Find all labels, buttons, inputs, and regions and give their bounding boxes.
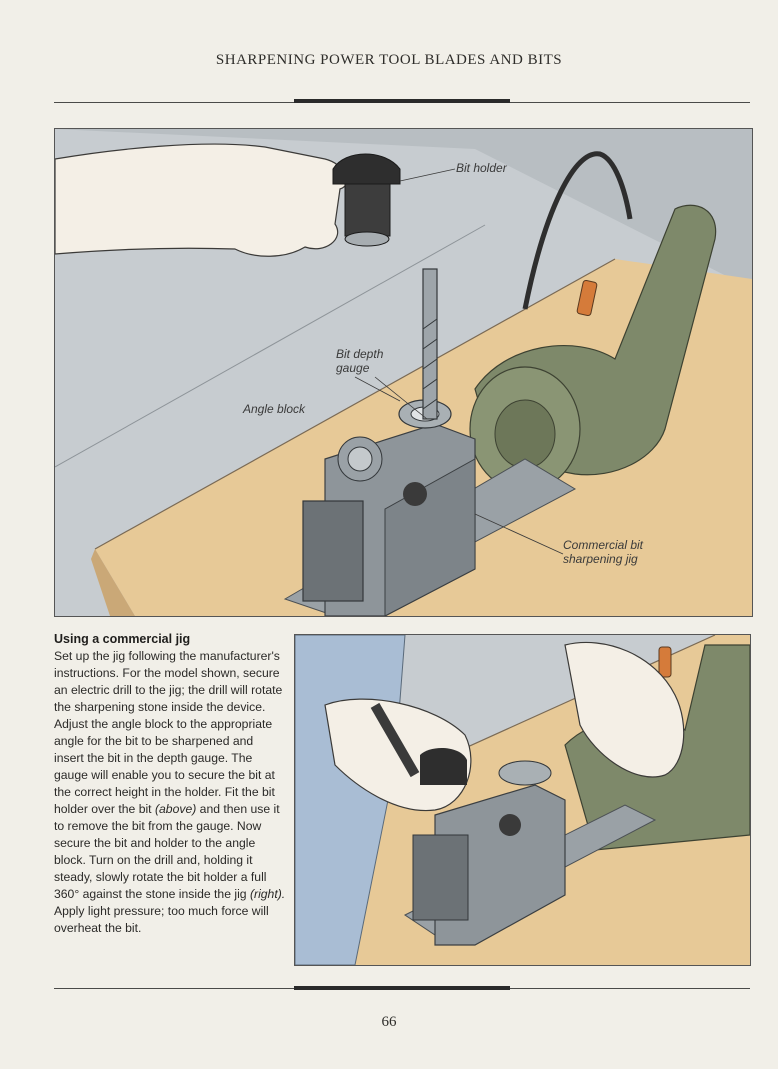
callout-bit-depth-gauge-line1: Bit depth xyxy=(336,347,384,361)
callout-commercial-jig: Commercial bit sharpening jig xyxy=(563,538,643,566)
caption-ref-right: (right). xyxy=(249,887,286,901)
footer-rule-accent xyxy=(294,986,510,990)
caption-body: Set up the jig following the manufacture… xyxy=(54,648,286,937)
caption-text-1: Set up the jig following the manufacture… xyxy=(54,649,283,816)
callout-angle-block: Angle block xyxy=(243,402,306,416)
callout-bit-depth-gauge-line2: gauge xyxy=(336,361,370,375)
caption-text-3: Apply light pressure; too much force wil… xyxy=(54,904,269,935)
page-number: 66 xyxy=(381,1014,397,1030)
caption-paragraph: Set up the jig following the manufacture… xyxy=(54,648,286,937)
header-rule-accent xyxy=(294,99,510,103)
figure-top-illustration xyxy=(54,128,753,617)
callout-commercial-jig-line1: Commercial bit xyxy=(563,538,644,552)
callout-commercial-jig-line2: sharpening jig xyxy=(563,552,638,566)
callout-bit-holder: Bit holder xyxy=(456,161,507,175)
callout-bit-depth-gauge: Bit depth gauge xyxy=(336,347,383,375)
caption-ref-above: (above) xyxy=(154,802,197,816)
page-header-title: SHARPENING POWER TOOL BLADES AND BITS xyxy=(215,52,563,68)
caption-text-2: and then use it to remove the bit from t… xyxy=(54,802,280,901)
caption-heading: Using a commercial jig xyxy=(54,632,191,646)
figure-bottom-illustration xyxy=(294,634,751,966)
